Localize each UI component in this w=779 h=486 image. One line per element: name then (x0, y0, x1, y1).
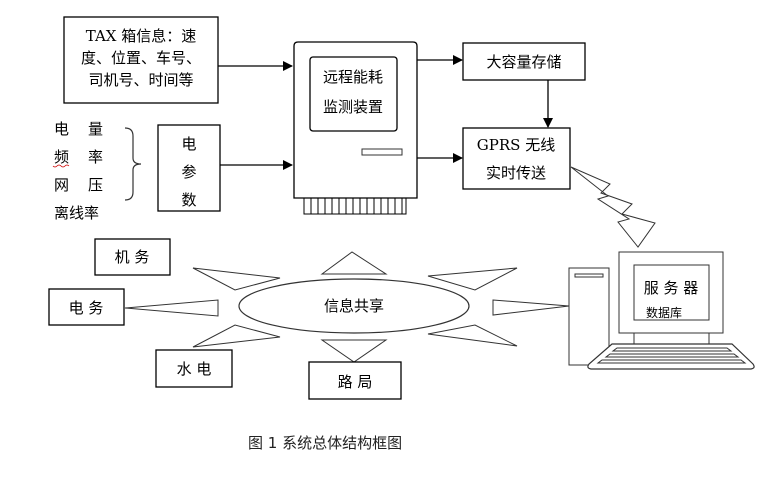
tax-info-line-3: 司机号、时间等 (88, 71, 193, 89)
ray-lower-right (427, 324, 518, 347)
server-title: 服 务 器 (644, 279, 699, 297)
dept-dianwu-label: 电 务 (69, 299, 104, 317)
dept-shuidian-box: 水 电 (155, 349, 233, 388)
dept-jiwu-box: 机 务 (94, 238, 171, 276)
elec-params-char: 电 (181, 135, 196, 153)
dept-jiwu-label: 机 务 (115, 248, 150, 266)
param-char: 频 (54, 148, 69, 166)
gprs-wireless-box: GPRS 无线 实时传送 (462, 127, 571, 190)
elec-params-char: 数 (181, 191, 196, 209)
ray-upper-right (427, 267, 518, 291)
dept-dianwu-box: 电 务 (48, 288, 125, 326)
curly-brace (124, 127, 142, 201)
elec-params-box: 电 参 数 (157, 124, 221, 212)
ray-to-jiwu (192, 267, 281, 291)
param-char: 网 (54, 176, 69, 194)
hub-label: 信息共享 (324, 297, 384, 315)
device-label-line-1: 远程能耗 (323, 68, 383, 86)
electrical-params-list: 电 量 频 率 网 压 离线率 (52, 120, 103, 222)
ray-to-dianwu (124, 299, 219, 317)
server-computer: 服 务 器 数据库 (568, 251, 755, 370)
elec-params-char: 参 (181, 163, 196, 181)
wireless-signal-lightning-icon (570, 166, 656, 248)
spellcheck-underline (52, 164, 70, 168)
info-sharing-hub: 信息共享 (238, 278, 470, 334)
tax-info-line-1: TAX 箱信息：速 (86, 27, 196, 45)
param-char: 率 (88, 148, 103, 166)
param-char: 压 (88, 176, 103, 194)
gprs-label-line-2: 实时传送 (486, 164, 546, 182)
param-char: 离线率 (54, 204, 99, 222)
gprs-label-line-1: GPRS 无线 (477, 136, 555, 154)
ray-down-to-luju (320, 339, 388, 363)
remote-energy-monitor-device: 远程能耗 监测装置 (293, 41, 418, 215)
ray-to-shuidian (192, 324, 281, 348)
param-char: 电 (54, 120, 69, 138)
device-pins (303, 197, 407, 215)
hub-rays (124, 251, 570, 363)
dept-shuidian-label: 水 电 (177, 360, 212, 378)
server-subtitle: 数据库 (646, 305, 682, 320)
tax-info-box: TAX 箱信息：速 度、位置、车号、 司机号、时间等 (63, 16, 219, 104)
ray-up (320, 251, 388, 275)
figure-caption: 图 1 系统总体结构框图 (248, 434, 402, 452)
ray-to-server (492, 299, 570, 316)
dept-luju-box: 路 局 (308, 361, 402, 400)
tax-info-line-2: 度、位置、车号、 (81, 49, 201, 67)
dept-luju-label: 路 局 (338, 373, 373, 391)
device-label-line-2: 监测装置 (323, 98, 383, 116)
storage-label: 大容量存储 (486, 53, 561, 71)
mass-storage-box: 大容量存储 (462, 42, 586, 81)
param-char: 量 (88, 120, 103, 138)
